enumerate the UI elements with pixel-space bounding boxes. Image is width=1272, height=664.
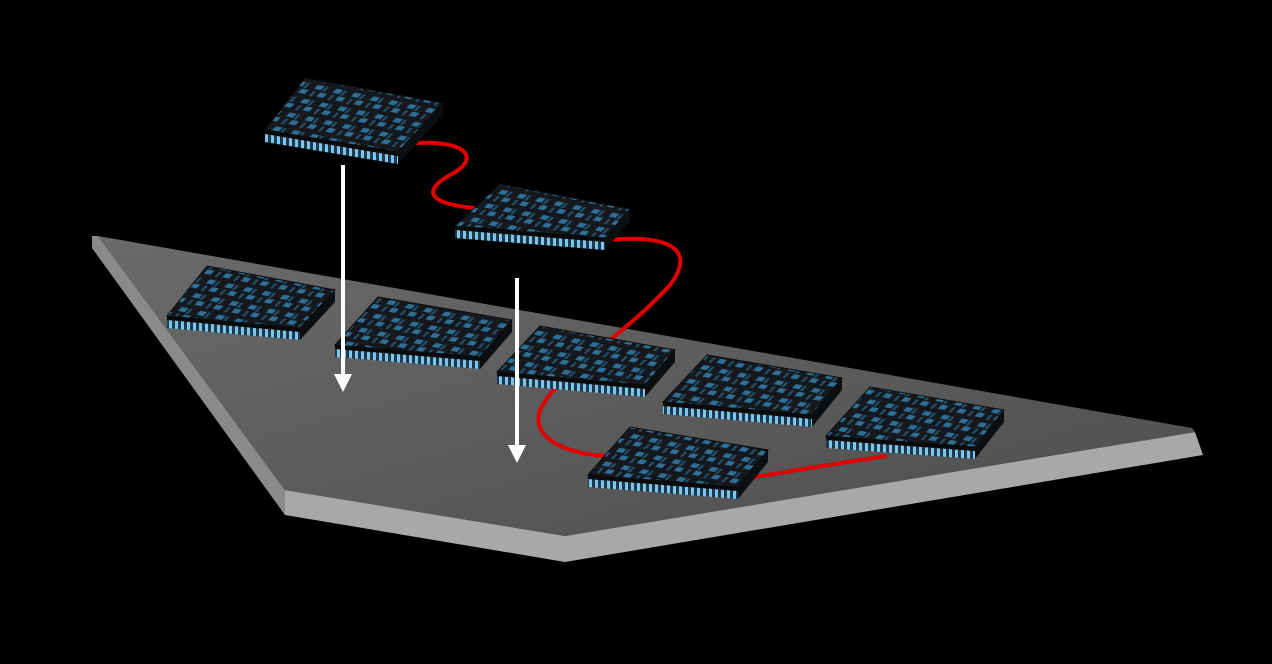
- chip-side: [300, 290, 335, 340]
- chip-layer: [588, 475, 738, 491]
- chip-side: [812, 378, 842, 427]
- chip-top: [264, 77, 444, 153]
- substrate-side: [285, 432, 1203, 562]
- chip-layer: [497, 372, 645, 389]
- chip-layer: [455, 226, 605, 242]
- chip-top: [661, 354, 843, 416]
- chip-side: [738, 450, 768, 499]
- floating-chip: [453, 183, 631, 250]
- chips: [166, 77, 1005, 499]
- chip-layer: [167, 316, 300, 332]
- chip-top: [166, 265, 336, 329]
- chip-side: [975, 410, 1004, 459]
- chip-side: [645, 350, 675, 397]
- placed-chip: [495, 325, 676, 397]
- chip-layer: [265, 130, 398, 156]
- chip-layer: [663, 402, 812, 419]
- placed-chip: [661, 354, 843, 427]
- placed-chip: [333, 296, 513, 369]
- chip-side: [398, 103, 443, 164]
- chip-top: [453, 183, 631, 239]
- chip-top: [586, 426, 769, 488]
- chip-side: [605, 209, 630, 250]
- arrows: [334, 165, 526, 463]
- interconnect-wire: [746, 454, 887, 480]
- placed-chip: [586, 426, 769, 499]
- down-arrow-icon: [334, 165, 352, 392]
- interconnect-wire: [413, 140, 477, 210]
- substrate-left-edge: [92, 236, 285, 515]
- chip-top: [824, 386, 1005, 448]
- chip-top: [495, 325, 676, 386]
- placed-chip: [824, 386, 1005, 459]
- floating-chip: [264, 77, 444, 164]
- chip-layer: [826, 436, 975, 451]
- chip-top: [333, 296, 513, 358]
- chip-layer: [335, 345, 480, 361]
- chip-side: [480, 320, 512, 369]
- placed-chip: [166, 265, 336, 340]
- down-arrow-icon: [508, 278, 526, 463]
